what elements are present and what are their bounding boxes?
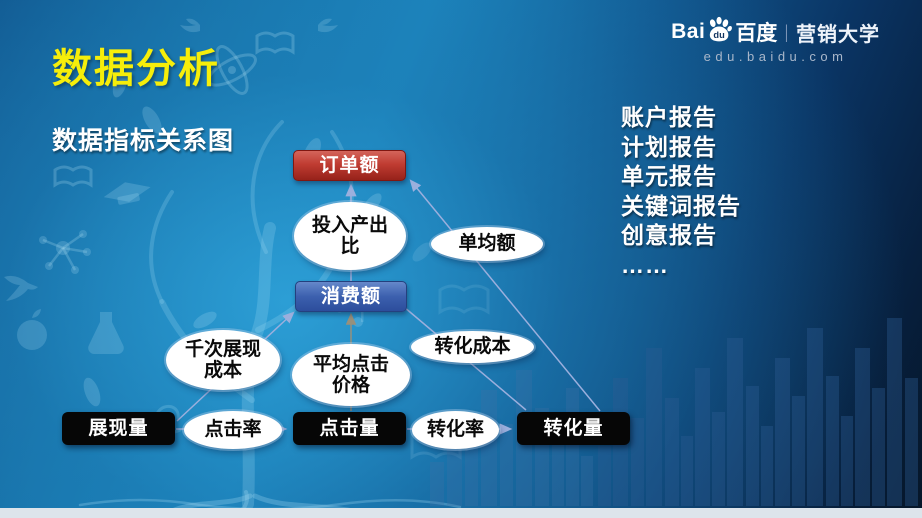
baidu-paw-icon: du <box>710 16 733 41</box>
node-conversions: 转化量 <box>517 412 630 445</box>
logo-url: edu.baidu.com <box>703 49 848 64</box>
node-conversion-rate: 转化率 <box>412 411 499 449</box>
report-item-adgroup: 单元报告 <box>621 163 717 189</box>
report-item-account: 账户报告 <box>621 104 717 130</box>
bottom-strip <box>0 508 922 518</box>
node-cpm-cost: 千次展现 成本 <box>166 330 280 390</box>
report-item-campaign: 计划报告 <box>621 133 717 160</box>
node-roi: 投入产出 比 <box>294 202 406 270</box>
logo-text-baidu-cn: 百度 <box>735 22 778 45</box>
diagram-title: 数据指标关系图 <box>52 127 235 155</box>
node-avg-order-value: 单均额 <box>431 227 543 261</box>
node-avg-cpc: 平均点击 价格 <box>292 344 410 406</box>
report-item-keyword: 关键词报告 <box>621 192 741 219</box>
page-title: 数据分析 <box>52 47 220 91</box>
report-list: 账户报告 计划报告 单元报告 关键词报告 创意报告 …… <box>621 103 741 280</box>
node-impressions: 展现量 <box>62 412 175 445</box>
logo-text-du: du <box>714 29 726 39</box>
node-order-amount: 订单额 <box>293 150 406 181</box>
node-ctr: 点击率 <box>184 411 282 449</box>
logo-divider: | <box>785 21 789 42</box>
node-clicks: 点击量 <box>293 412 406 445</box>
report-item-ellipsis: …… <box>621 251 669 278</box>
logo-text-bai: Bai <box>671 20 706 43</box>
baidu-logo: Bai du 百度 | 营销大学 edu.baidu.com <box>671 16 880 64</box>
report-item-creative: 创意报告 <box>621 222 717 248</box>
node-spend: 消费额 <box>295 281 407 312</box>
logo-text-org: 营销大学 <box>796 23 880 46</box>
node-conversion-cost: 转化成本 <box>411 331 534 363</box>
